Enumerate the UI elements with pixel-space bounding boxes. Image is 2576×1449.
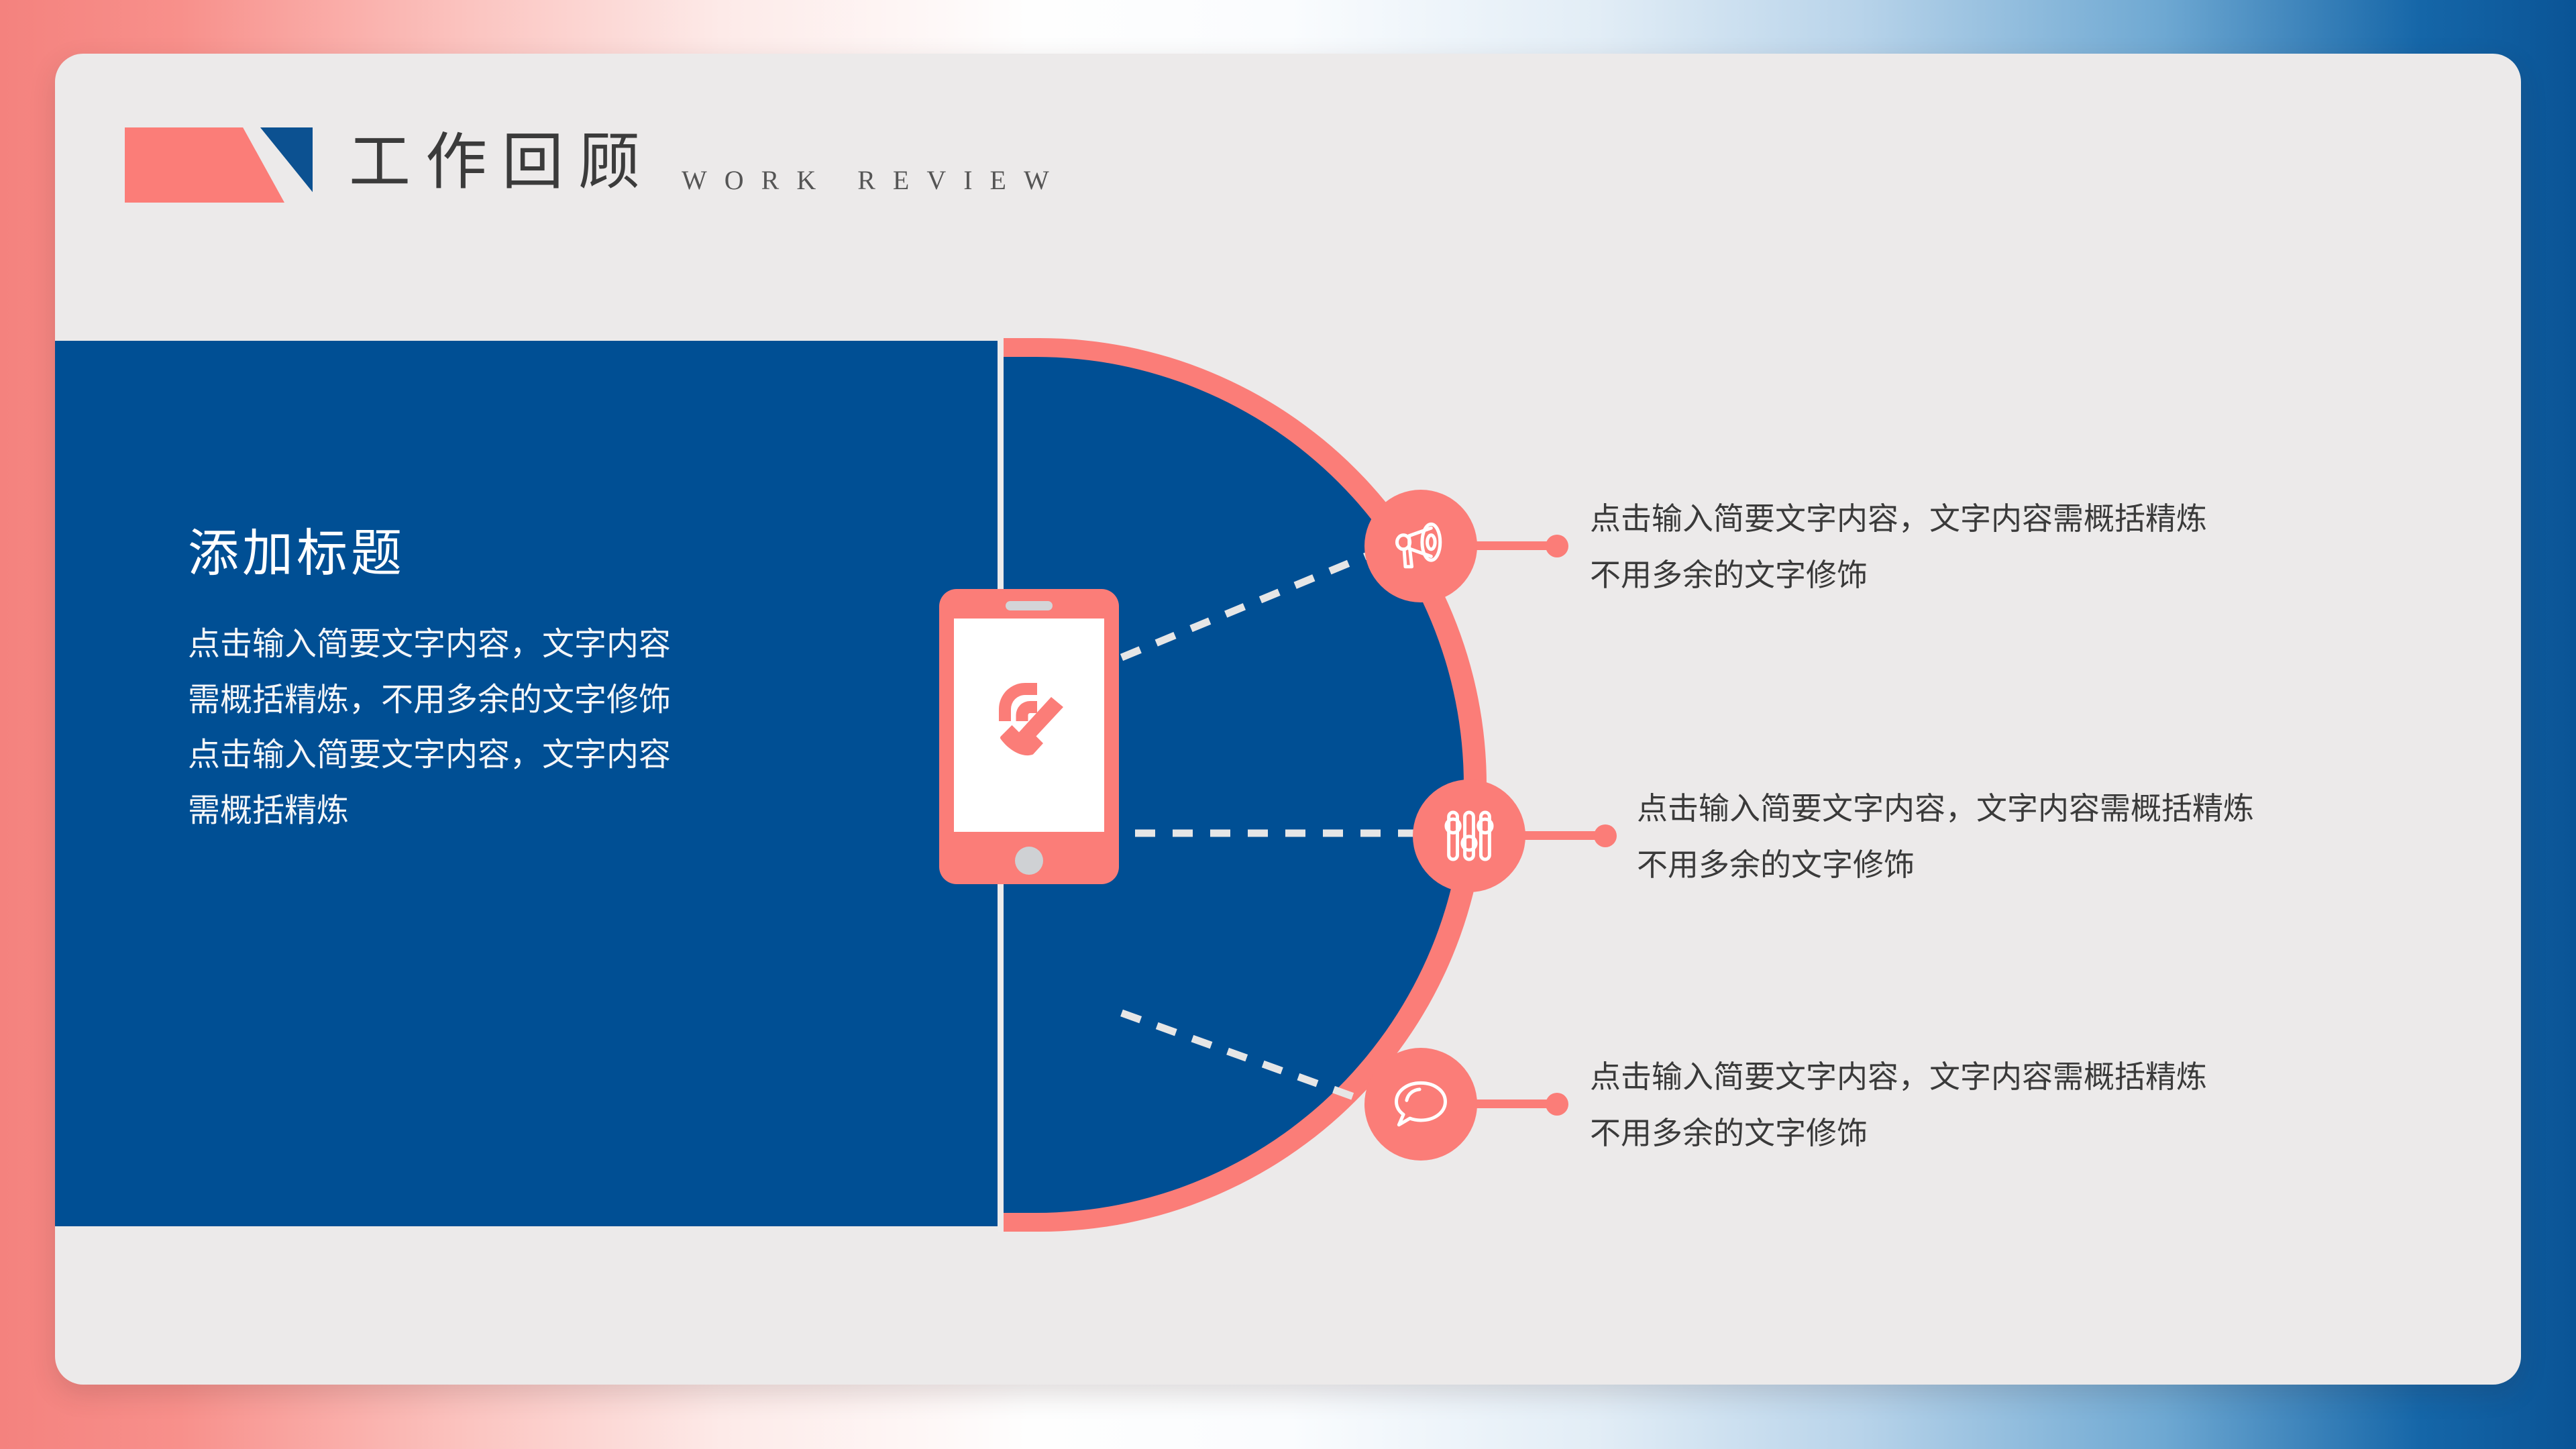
item-3-text: 点击输入简要文字内容，文字内容需概括精炼 不用多余的文字修饰 xyxy=(1590,1049,2207,1161)
panel-title: 添加标题 xyxy=(188,526,405,582)
page-title: 工作回顾 xyxy=(349,128,655,197)
smartphone-graphic xyxy=(939,589,1119,884)
incoming-call-icon xyxy=(999,683,1063,756)
page-subtitle: WORK REVIEW xyxy=(682,165,1067,195)
panel-body-line: 点击输入简要文字内容，文字内容 xyxy=(188,627,672,662)
item-2-line: 不用多余的文字修饰 xyxy=(1637,847,1915,882)
panel-body-line: 需概括精炼，不用多余的文字修饰 xyxy=(188,682,672,718)
item-2-leader-dot xyxy=(1594,824,1617,847)
item-1-text: 点击输入简要文字内容，文字内容需概括精炼 不用多余的文字修饰 xyxy=(1590,491,2207,603)
left-blue-panel: 添加标题 点击输入简要文字内容，文字内容 需概括精炼，不用多余的文字修饰 点击输… xyxy=(55,341,1000,1226)
item-1-leader-dot xyxy=(1546,535,1568,557)
phone-home-button xyxy=(1015,847,1043,875)
sliders-icon xyxy=(1444,810,1494,861)
item-1-icon-bubble[interactable] xyxy=(1364,490,1477,602)
flag-slab-icon xyxy=(125,122,326,203)
item-2-leader-line xyxy=(1524,831,1605,840)
item-3-leader-line xyxy=(1476,1099,1556,1108)
megaphone-icon xyxy=(1395,522,1442,569)
phone-speaker xyxy=(1006,601,1053,610)
item-2-line: 点击输入简要文字内容，文字内容需概括精炼 xyxy=(1637,792,2254,826)
slide-header: 工作回顾 WORK REVIEW xyxy=(125,122,1067,203)
panel-body-line: 点击输入简要文字内容，文字内容 xyxy=(188,737,672,773)
item-2-text: 点击输入简要文字内容，文字内容需概括精炼 不用多余的文字修饰 xyxy=(1637,781,2254,893)
item-3-icon-bubble[interactable] xyxy=(1364,1048,1477,1161)
item-1-line: 点击输入简要文字内容，文字内容需概括精炼 xyxy=(1590,502,2207,536)
slide-card: 工作回顾 WORK REVIEW 添加标题 点击输入简要文字内容，文字内容 需概… xyxy=(55,54,2521,1385)
chat-bubble-icon xyxy=(1395,1081,1447,1127)
phone-screen xyxy=(954,619,1104,832)
dashed-connector-lines xyxy=(1120,539,1437,1116)
item-1-leader-line xyxy=(1476,541,1556,550)
item-3-leader-dot xyxy=(1546,1093,1568,1116)
item-3-line: 不用多余的文字修饰 xyxy=(1590,1116,1868,1150)
logo-coral-slab xyxy=(125,127,284,203)
item-1-line: 不用多余的文字修饰 xyxy=(1590,557,1868,592)
panel-body: 点击输入简要文字内容，文字内容 需概括精炼，不用多余的文字修饰 点击输入简要文字… xyxy=(188,617,765,839)
item-3-line: 点击输入简要文字内容，文字内容需概括精炼 xyxy=(1590,1060,2207,1094)
panel-body-line: 需概括精炼 xyxy=(188,792,350,828)
item-2-icon-bubble[interactable] xyxy=(1413,780,1525,892)
